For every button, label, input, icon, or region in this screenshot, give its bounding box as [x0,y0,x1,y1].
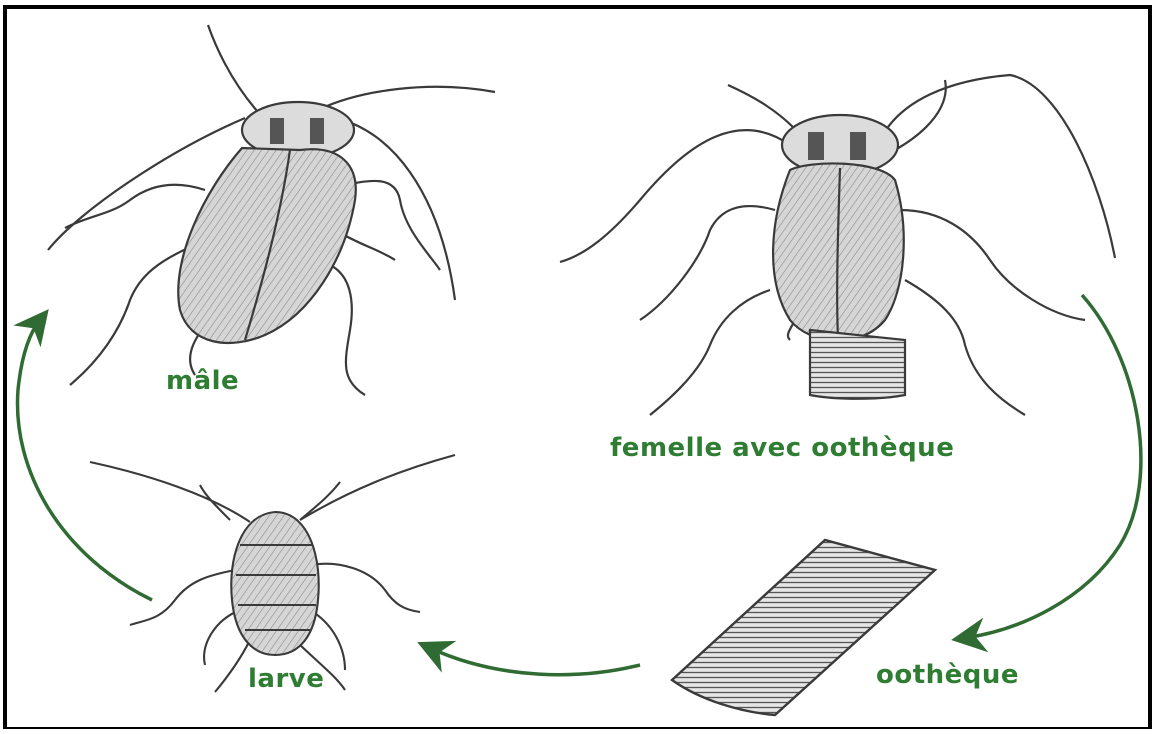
label-ootheca: oothèque [876,660,1019,690]
larva-illustration [90,455,455,692]
arrow-larva-to-male [17,320,152,600]
arrow-ootheca-to-larva [430,648,640,675]
label-female-with-ootheca: femelle avec oothèque [610,433,954,463]
label-larva: larve [248,664,324,694]
cycle-arrows [17,295,1140,675]
female-cockroach-illustration [560,75,1115,415]
arrow-female-to-ootheca [965,295,1141,638]
male-cockroach-illustration [48,25,495,395]
label-male: mâle [166,366,239,396]
